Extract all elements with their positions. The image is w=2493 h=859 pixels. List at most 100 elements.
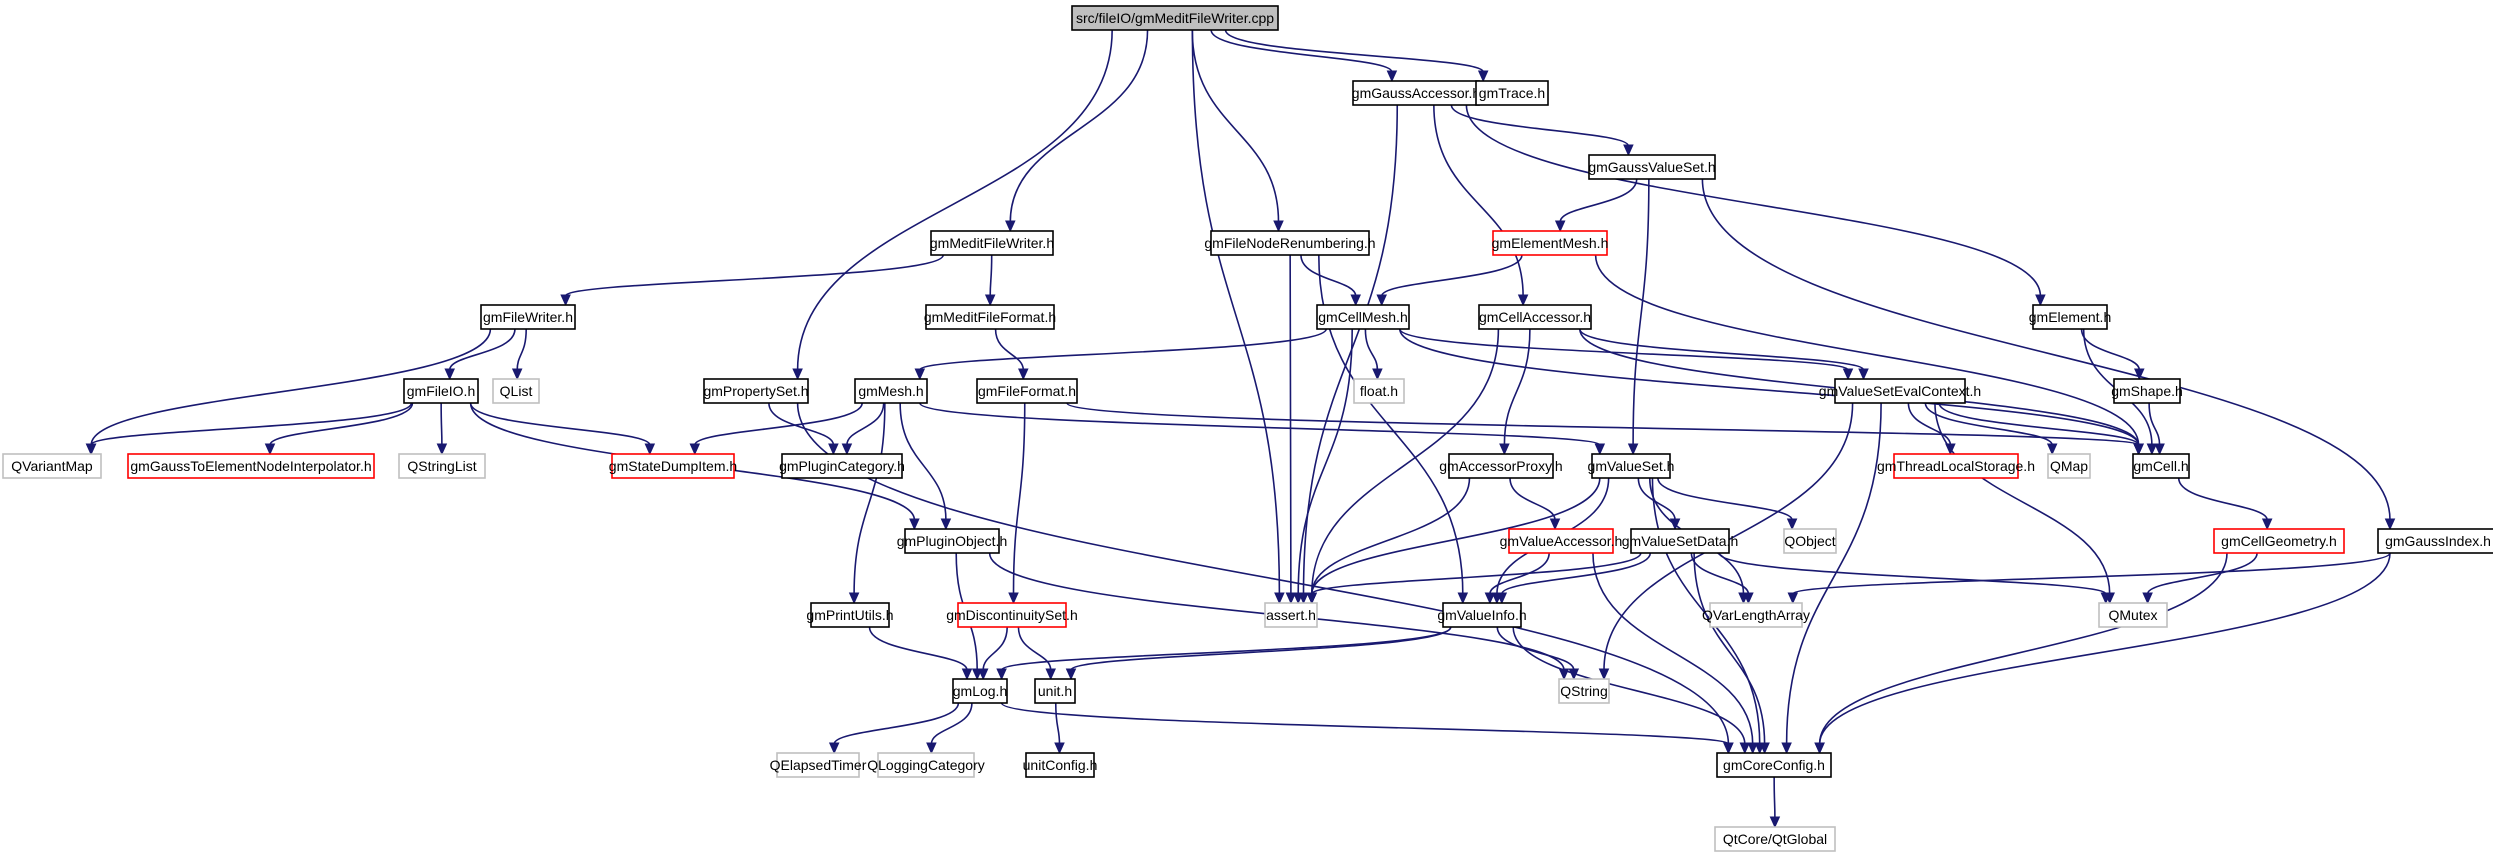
node-box[interactable]: [2377, 528, 2493, 554]
node-box[interactable]: [1352, 80, 1480, 106]
node-gmGaussToElementNodeInterpolator[interactable]: gmGaussToElementNodeInterpolator.h: [127, 453, 375, 479]
node-gmMeditFileWriterH[interactable]: gmMeditFileWriter.h: [930, 230, 1054, 256]
node-float[interactable]: float.h: [1353, 378, 1405, 404]
node-gmFileWriter[interactable]: gmFileWriter.h: [480, 304, 576, 330]
node-assert[interactable]: assert.h: [1264, 602, 1318, 628]
node-box[interactable]: [1591, 453, 1671, 479]
node-QMap[interactable]: QMap: [2047, 453, 2091, 479]
node-box[interactable]: [854, 378, 928, 404]
node-box[interactable]: [1071, 5, 1279, 31]
node-gmCellMesh[interactable]: gmCellMesh.h: [1316, 304, 1410, 330]
node-box[interactable]: [1558, 678, 1610, 704]
node-box[interactable]: [2032, 304, 2108, 330]
node-gmPluginCategory[interactable]: gmPluginCategory.h: [779, 453, 905, 479]
node-gmValueSet[interactable]: gmValueSet.h: [1588, 453, 1675, 479]
node-box[interactable]: [957, 602, 1067, 628]
node-box[interactable]: [1025, 752, 1095, 778]
node-QLoggingCategory[interactable]: QLoggingCategory: [867, 752, 985, 778]
node-box[interactable]: [1478, 304, 1592, 330]
node-box[interactable]: [611, 453, 735, 479]
node-box[interactable]: [1709, 602, 1803, 628]
node-gmCellAccessor[interactable]: gmCellAccessor.h: [1478, 304, 1592, 330]
node-unitConfig[interactable]: unitConfig.h: [1023, 752, 1098, 778]
node-box[interactable]: [1588, 154, 1716, 180]
node-box[interactable]: [127, 453, 375, 479]
node-gmPluginObject[interactable]: gmPluginObject.h: [897, 528, 1008, 554]
node-box[interactable]: [976, 378, 1078, 404]
node-box[interactable]: [1508, 528, 1614, 554]
node-gmValueAccessor[interactable]: gmValueAccessor.h: [1500, 528, 1623, 554]
node-box[interactable]: [904, 528, 1000, 554]
node-box[interactable]: [1034, 678, 1076, 704]
node-box[interactable]: [1714, 826, 1836, 852]
node-gmTrace[interactable]: gmTrace.h: [1475, 80, 1549, 106]
node-box[interactable]: [2213, 528, 2345, 554]
node-box[interactable]: [2113, 378, 2181, 404]
node-box[interactable]: [810, 602, 890, 628]
node-QString[interactable]: QString: [1558, 678, 1610, 704]
node-QElapsedTimer[interactable]: QElapsedTimer: [770, 752, 867, 778]
node-gmMeditFileFormat[interactable]: gmMeditFileFormat.h: [924, 304, 1056, 330]
node-QtGlobal[interactable]: QtCore/QtGlobal: [1714, 826, 1836, 852]
node-QMutex[interactable]: QMutex: [2098, 602, 2168, 628]
node-gmGaussIndex[interactable]: gmGaussIndex.h: [2377, 528, 2493, 554]
node-gmDiscontinuitySet[interactable]: gmDiscontinuitySet.h: [946, 602, 1078, 628]
node-gmCoreConfig[interactable]: gmCoreConfig.h: [1716, 752, 1832, 778]
node-box[interactable]: [1893, 453, 2019, 479]
node-gmAccessorProxy[interactable]: gmAccessorProxy.h: [1439, 453, 1563, 479]
node-gmPropertySet[interactable]: gmPropertySet.h: [703, 378, 809, 404]
node-box[interactable]: [2098, 602, 2168, 628]
node-box[interactable]: [2047, 453, 2091, 479]
node-box[interactable]: [1210, 230, 1370, 256]
node-box[interactable]: [703, 378, 809, 404]
node-gmElement[interactable]: gmElement.h: [2029, 304, 2111, 330]
node-box[interactable]: [1442, 602, 1522, 628]
node-gmMesh[interactable]: gmMesh.h: [854, 378, 928, 404]
node-QList[interactable]: QList: [492, 378, 540, 404]
node-gmValueSetEvalContext[interactable]: gmValueSetEvalContext.h: [1819, 378, 1981, 404]
node-box[interactable]: [1834, 378, 1966, 404]
node-gmCellGeometry[interactable]: gmCellGeometry.h: [2213, 528, 2345, 554]
node-QVarLengthArray[interactable]: QVarLengthArray: [1702, 602, 1810, 628]
node-box[interactable]: [480, 304, 576, 330]
node-box[interactable]: [403, 378, 479, 404]
node-box[interactable]: [1475, 80, 1549, 106]
node-box[interactable]: [1492, 230, 1608, 256]
node-box[interactable]: [781, 453, 903, 479]
node-gmFileNodeRenumbering[interactable]: gmFileNodeRenumbering.h: [1204, 230, 1376, 256]
node-QStringList[interactable]: QStringList: [398, 453, 486, 479]
node-box[interactable]: [1448, 453, 1554, 479]
node-gmValueSetData[interactable]: gmValueSetData.h: [1622, 528, 1738, 554]
node-box[interactable]: [2, 453, 102, 479]
node-gmFileFormat[interactable]: gmFileFormat.h: [976, 378, 1078, 404]
node-gmGaussAccessor[interactable]: gmGaussAccessor.h: [1352, 80, 1480, 106]
node-gmLog[interactable]: gmLog.h: [952, 678, 1008, 704]
node-box[interactable]: [1630, 528, 1730, 554]
node-QObject[interactable]: QObject: [1783, 528, 1837, 554]
node-box[interactable]: [930, 230, 1054, 256]
node-box[interactable]: [1353, 378, 1405, 404]
node-gmPrintUtils[interactable]: gmPrintUtils.h: [806, 602, 894, 628]
node-box[interactable]: [776, 752, 860, 778]
node-box[interactable]: [925, 304, 1055, 330]
node-gmCell[interactable]: gmCell.h: [2132, 453, 2190, 479]
node-box[interactable]: [1716, 752, 1832, 778]
node-box[interactable]: [1264, 602, 1318, 628]
node-gmShape[interactable]: gmShape.h: [2111, 378, 2183, 404]
node-gmElementMesh[interactable]: gmElementMesh.h: [1492, 230, 1609, 256]
node-box[interactable]: [877, 752, 975, 778]
node-unit[interactable]: unit.h: [1034, 678, 1076, 704]
node-box[interactable]: [1783, 528, 1837, 554]
node-box[interactable]: [1316, 304, 1410, 330]
node-gmValueInfo[interactable]: gmValueInfo.h: [1437, 602, 1527, 628]
node-gmFileIO[interactable]: gmFileIO.h: [403, 378, 479, 404]
node-root[interactable]: src/fileIO/gmMeditFileWriter.cpp: [1071, 5, 1279, 31]
node-gmGaussValueSet[interactable]: gmGaussValueSet.h: [1588, 154, 1716, 180]
node-box[interactable]: [2132, 453, 2190, 479]
node-gmStateDumpItem[interactable]: gmStateDumpItem.h: [609, 453, 737, 479]
node-gmThreadLocalStorage[interactable]: gmThreadLocalStorage.h: [1877, 453, 2035, 479]
node-box[interactable]: [492, 378, 540, 404]
node-box[interactable]: [952, 678, 1008, 704]
node-box[interactable]: [398, 453, 486, 479]
node-QVariantMap[interactable]: QVariantMap: [2, 453, 102, 479]
